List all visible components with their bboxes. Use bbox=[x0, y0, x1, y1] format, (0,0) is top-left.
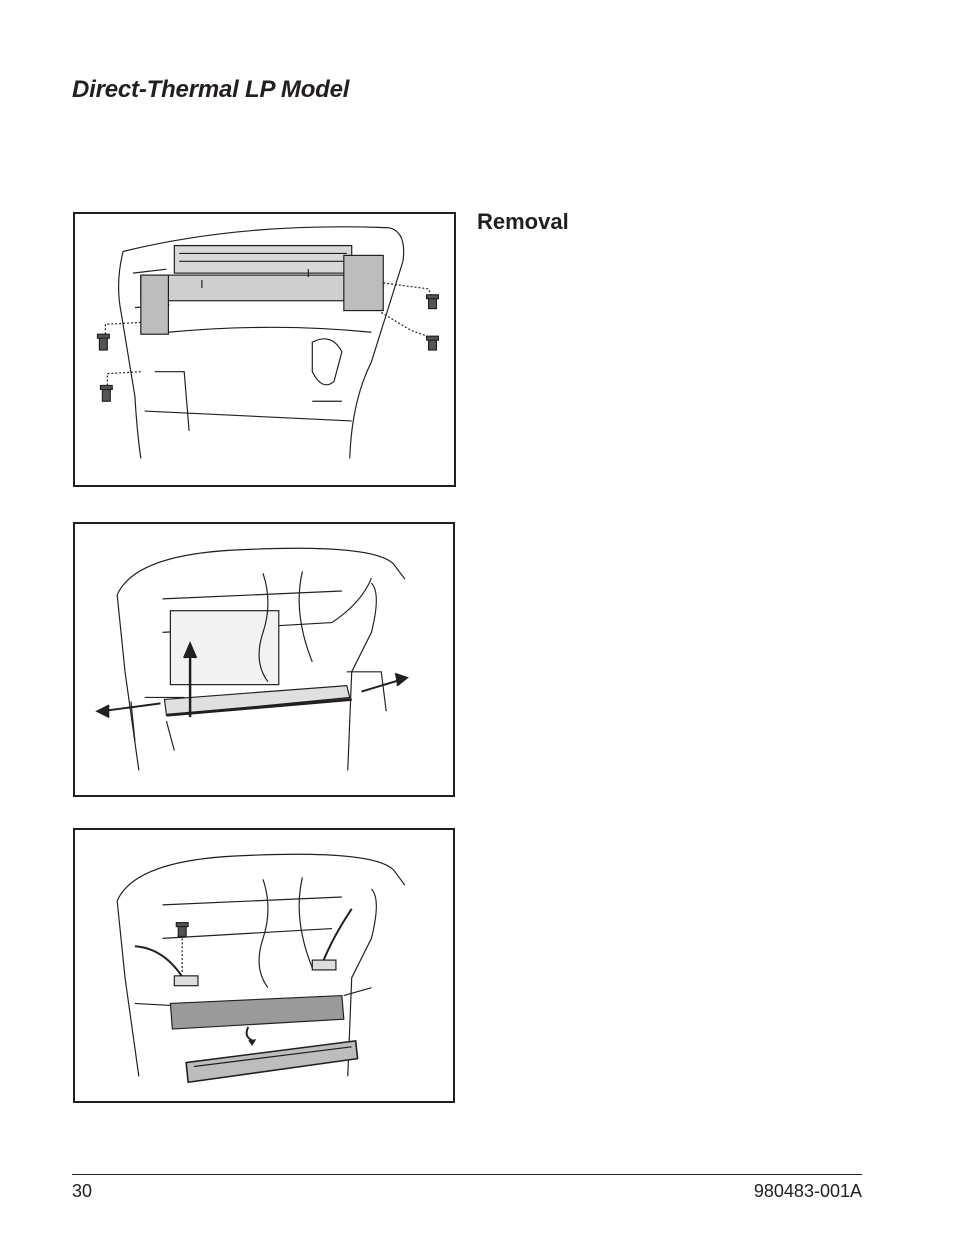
screw-icon bbox=[427, 336, 439, 350]
left-arrow-icon bbox=[97, 703, 160, 717]
printhead-release-illustration bbox=[75, 524, 453, 795]
printhead-screws-illustration bbox=[75, 214, 454, 485]
right-arrow-icon bbox=[362, 674, 407, 692]
figure-printhead-screws bbox=[73, 212, 456, 487]
figure-printhead-cable bbox=[73, 828, 455, 1103]
screw-icon bbox=[97, 334, 109, 350]
figure-printhead-release bbox=[73, 522, 455, 797]
screw-icon bbox=[100, 385, 112, 401]
page-number: 30 bbox=[72, 1181, 92, 1202]
screw-icon bbox=[176, 923, 188, 937]
page-title: Direct-Thermal LP Model bbox=[72, 76, 349, 104]
screw-icon bbox=[427, 295, 439, 309]
footer-rule bbox=[72, 1174, 862, 1175]
printhead-cable-disconnect-illustration bbox=[75, 830, 453, 1101]
section-heading: Removal bbox=[477, 209, 569, 235]
document-number: 980483-001A bbox=[754, 1181, 862, 1202]
